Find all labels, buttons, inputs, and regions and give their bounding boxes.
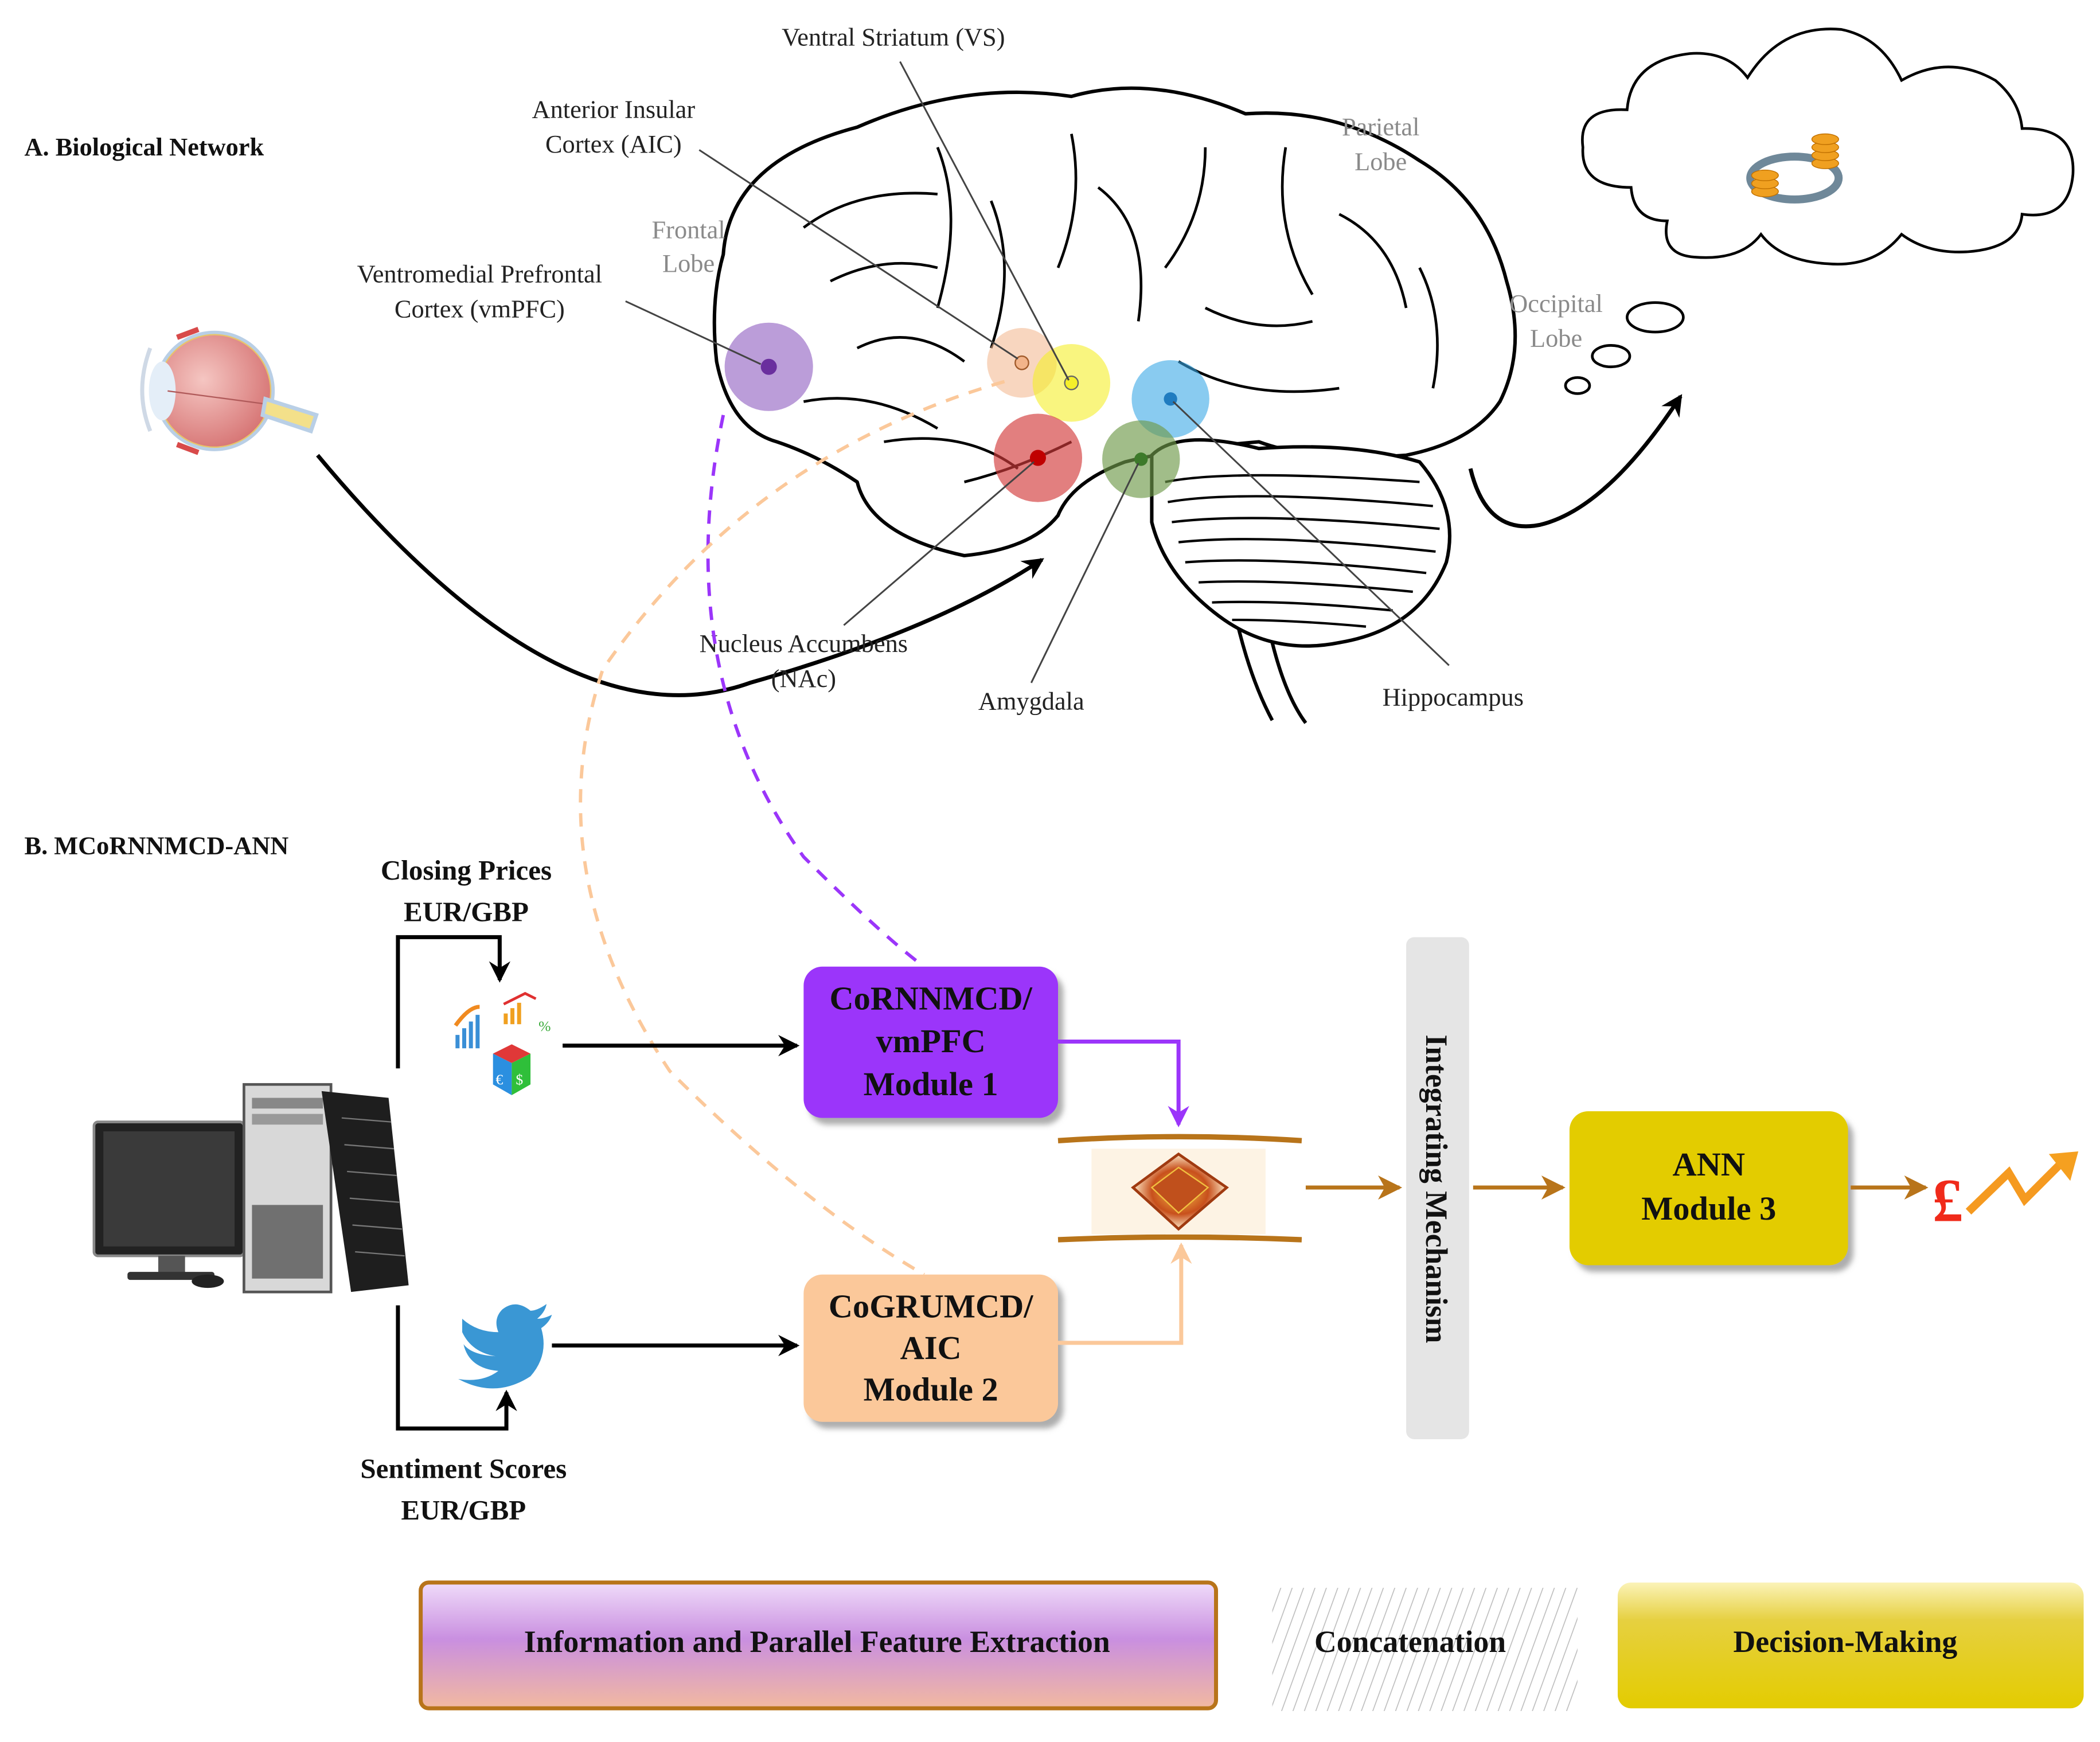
legend: Information and Parallel Feature Extract… [419,1580,2084,1711]
closing-prices-arrow [396,935,511,1069]
twitter-icon [458,1304,552,1389]
label-nac-2: (NAc) [771,664,836,693]
label-vmpfc-2: Cortex (vmPFC) [395,294,565,323]
module2-box[interactable] [803,1274,1059,1422]
computer-icon [92,1083,409,1294]
section-b-title: B. MCoRNNMCD-ANN [24,831,288,860]
sentiment-label-1: Sentiment Scores [360,1453,567,1485]
label-parietal-1: Parietal [1342,112,1419,141]
brain-illustration [712,86,1517,724]
brain-labels: Ventral Striatum (VS) Anterior Insular C… [357,22,1603,715]
label-vmpfc-1: Ventromedial Prefrontal [357,260,602,288]
leader-lines [625,61,1450,683]
label-occipital-1: Occipital [1509,289,1603,318]
section-a-title: A. Biological Network [24,132,264,161]
label-amygdala: Amygdala [978,686,1084,715]
sentiment-arrow [396,1305,517,1431]
brain-to-thought-arrow [1468,394,1683,529]
eye-to-brain-arrow [316,454,1044,697]
label-frontal-2: Lobe [662,249,715,278]
module2-label-1: CoGRUMCD/ [829,1288,1033,1325]
label-aic-2: Cortex (AIC) [545,130,682,158]
module2-label-2: AIC [900,1329,962,1366]
svg-text:$: $ [516,1071,523,1088]
label-occipital-2: Lobe [1530,324,1582,353]
vmpfc-module1-link [706,415,926,968]
module3-label-2: Module 3 [1641,1190,1776,1227]
finance-data-icon: % € $ [454,991,551,1095]
module2-to-concat-arrow [1058,1242,1192,1345]
label-parietal-2: Lobe [1355,147,1407,176]
concatenation-chip-icon [1057,1134,1302,1243]
svg-text:£: £ [1933,1166,1964,1235]
legend-feature-extraction-label: Information and Parallel Feature Extract… [524,1624,1110,1659]
module3-label-1: ANN [1673,1146,1745,1183]
eye-icon [140,327,319,455]
svg-text:%: % [538,1018,551,1034]
legend-decision-making-label: Decision-Making [1734,1624,1958,1659]
legend-concatenation: Concatenation [1272,1588,1578,1711]
module1-label-2: vmPFC [876,1022,986,1060]
label-frontal-1: Frontal [652,216,725,244]
module1-label-1: CoRNNMCD/ [830,979,1033,1017]
closing-prices-label-2: EUR/GBP [404,896,529,927]
integrating-mechanism-label: Integrating Mechanism [1419,1034,1454,1343]
label-aic-1: Anterior Insular [532,95,696,123]
legend-decision-making: Decision-Making [1617,1582,2084,1709]
svg-text:€: € [495,1071,503,1088]
aic-module2-link [579,380,1005,1276]
label-ventral-striatum: Ventral Striatum (VS) [782,22,1005,51]
module1-box[interactable] [803,966,1059,1118]
label-nac-1: Nucleus Accumbens [700,629,908,658]
module1-label-3: Module 1 [864,1065,998,1103]
closing-prices-label-1: Closing Prices [381,854,552,886]
pound-trend-icon: £ [1933,1151,2079,1235]
currency-exchange-icon [1746,133,1843,204]
module2-label-3: Module 2 [864,1370,998,1408]
integrating-mechanism-bar[interactable] [1406,937,1469,1439]
label-hippocampus: Hippocampus [1383,682,1524,711]
module3-box[interactable] [1569,1111,1848,1266]
module1-to-concat-arrow [1058,1040,1189,1127]
legend-concatenation-label: Concatenation [1314,1624,1506,1659]
sentiment-label-2: EUR/GBP [401,1494,526,1526]
legend-feature-extraction: Information and Parallel Feature Extract… [419,1580,1219,1710]
thought-bubble [1564,28,2075,395]
